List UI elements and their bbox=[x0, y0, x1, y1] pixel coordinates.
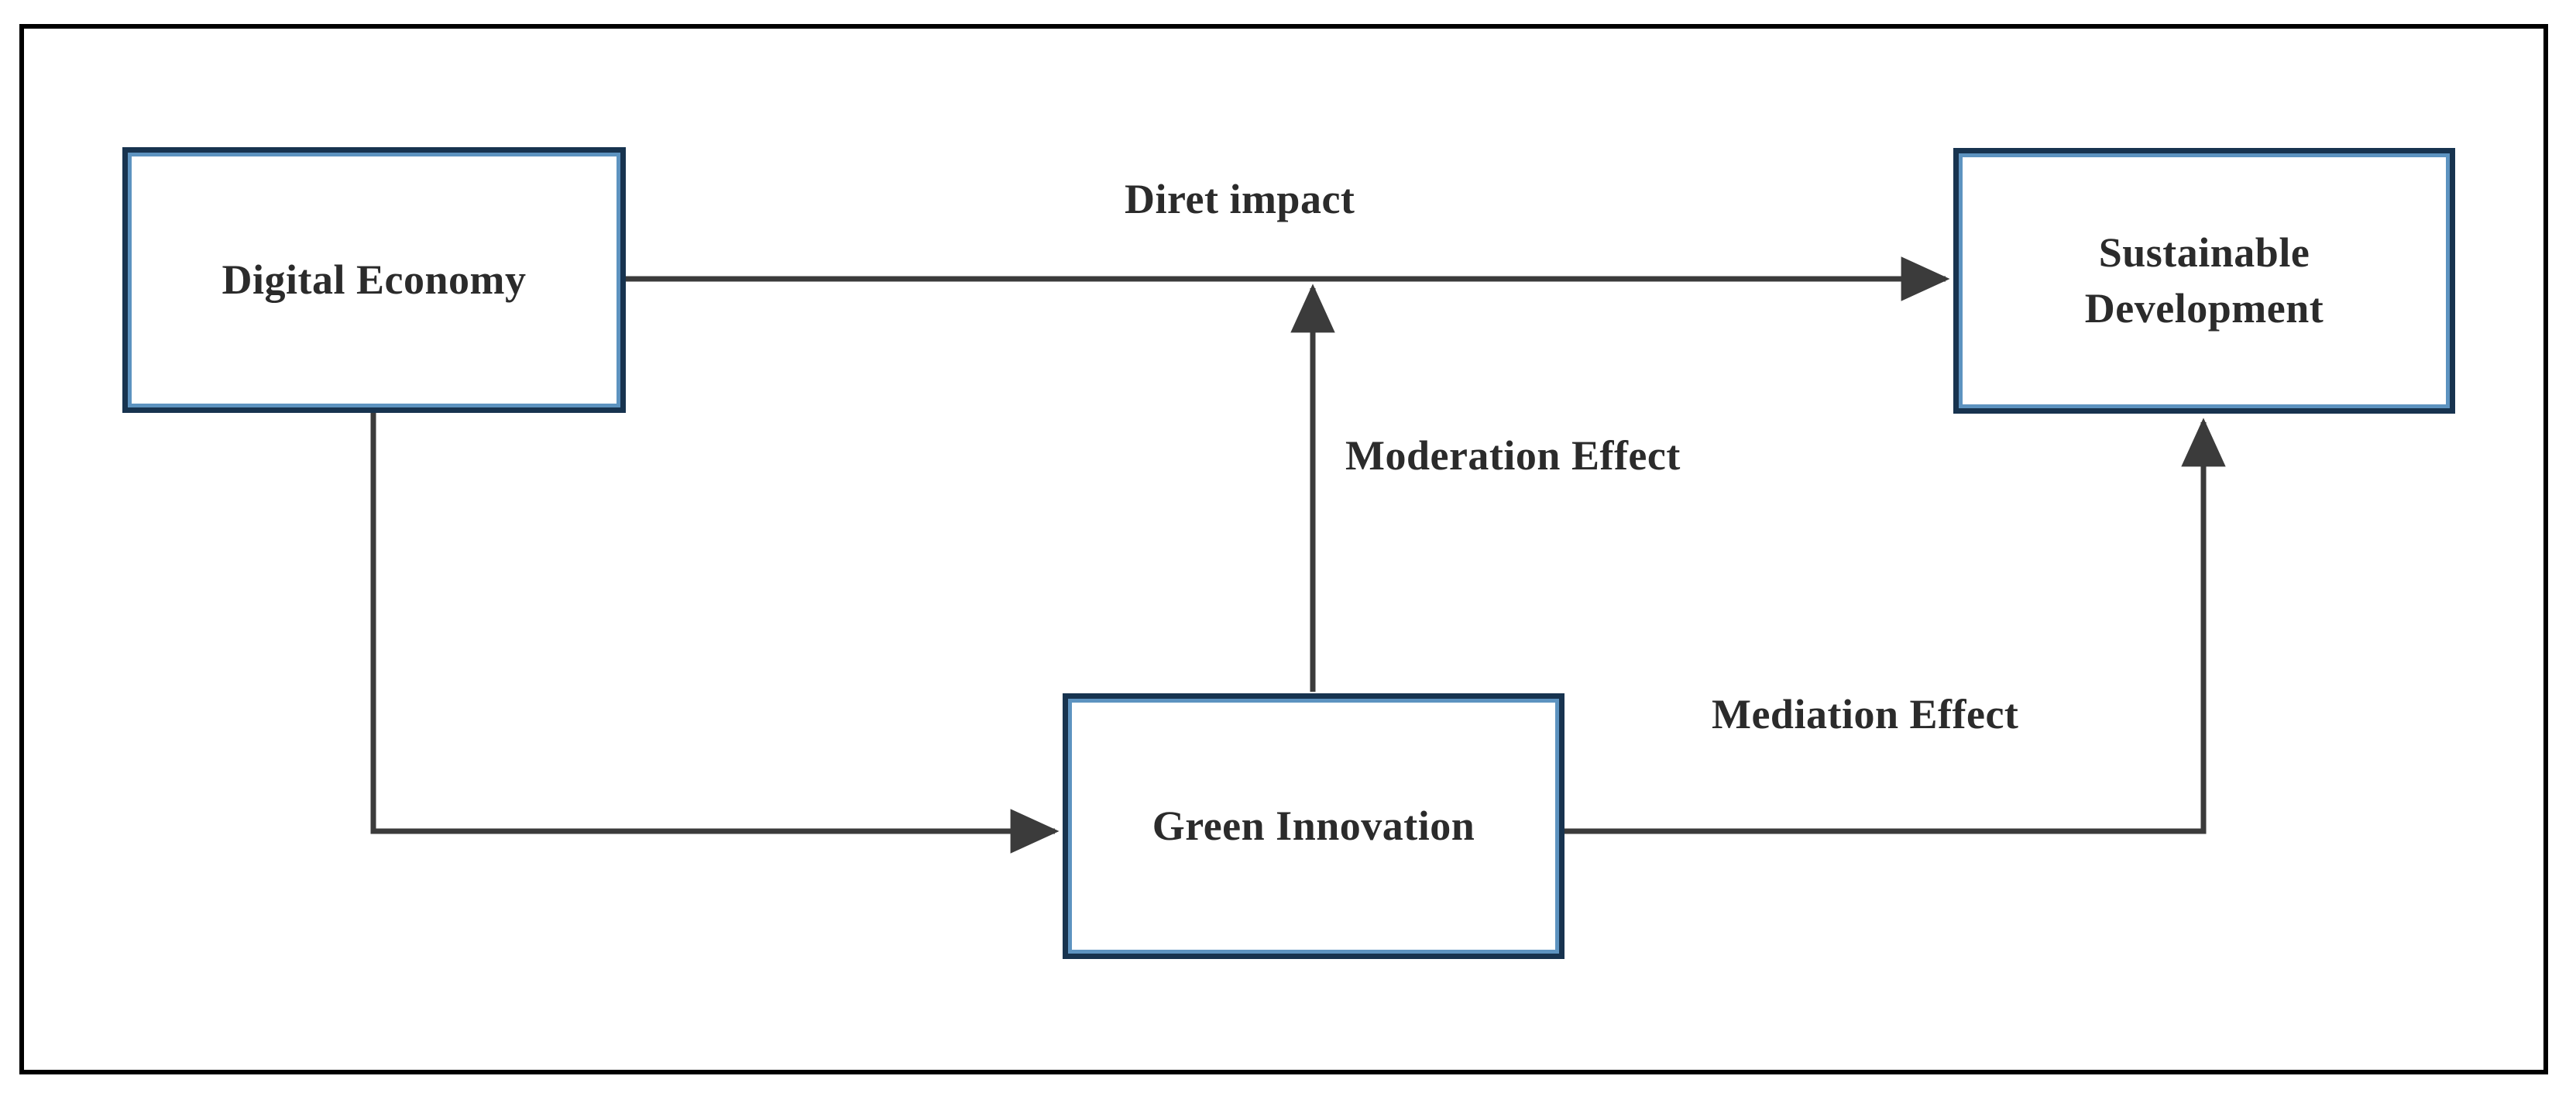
edge-label-mediation-effect: Mediation Effect bbox=[1712, 691, 2019, 737]
node-green-innovation[interactable]: Green Innovation bbox=[1063, 693, 1564, 959]
node-digital-economy[interactable]: Digital Economy bbox=[122, 147, 626, 413]
node-sustainable-development[interactable]: Sustainable Development bbox=[1953, 148, 2455, 414]
node-sustainable-development-label: Sustainable Development bbox=[2074, 225, 2334, 336]
node-green-innovation-label: Green Innovation bbox=[1152, 802, 1475, 849]
edge-label-moderation-effect: Moderation Effect bbox=[1345, 432, 1681, 479]
node-sustainable-development-label-line2: Development bbox=[2084, 284, 2324, 332]
edge-label-direct-impact: Diret impact bbox=[1125, 176, 1355, 222]
node-sustainable-development-label-line1: Sustainable bbox=[2098, 229, 2310, 277]
node-digital-economy-label: Digital Economy bbox=[222, 256, 527, 303]
